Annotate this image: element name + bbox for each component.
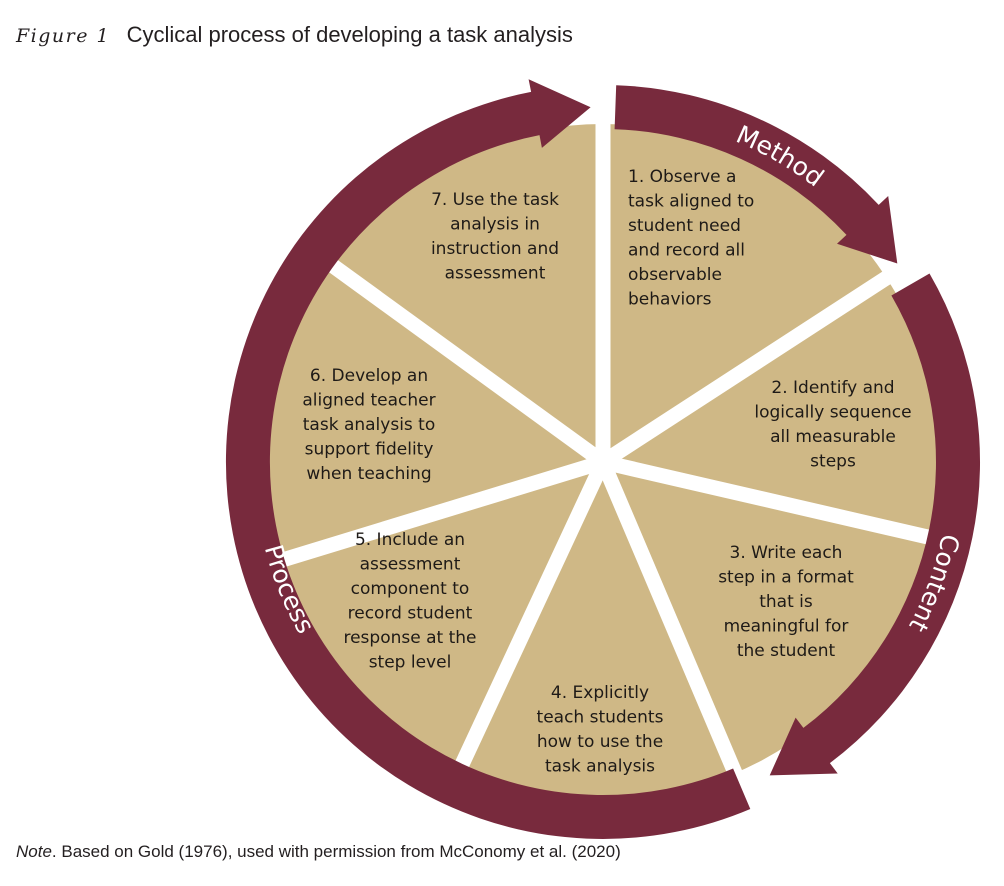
step-line: 4. Explicitly <box>551 683 649 703</box>
step-line: assessment <box>360 555 461 575</box>
segment-divider <box>601 454 976 556</box>
figure-title: Figure 1 Cyclical process of developing … <box>16 22 573 48</box>
segment-divider <box>290 232 608 469</box>
step-7-text: 7. Use the task analysis in instruction an… <box>431 190 559 284</box>
step-line: task analysis <box>545 757 655 777</box>
step-line: step level <box>369 653 452 673</box>
step-line: 3. Write each <box>730 543 843 563</box>
step-line: instruction and <box>431 239 559 259</box>
step-line: component to <box>351 579 470 599</box>
step-line: how to use the <box>537 732 663 752</box>
step-2-text: 2. Identify and logically sequence all mea… <box>754 378 911 472</box>
step-line: 7. Use the task <box>431 190 559 210</box>
step-line: 5. Include an <box>355 530 465 550</box>
step-1-text: 1. Observe a task aligned to student need a… <box>628 167 754 310</box>
step-line: all measurable <box>770 427 896 447</box>
step-line: task aligned to <box>628 192 754 212</box>
step-line: observable <box>628 265 722 285</box>
step-line: steps <box>810 452 856 472</box>
step-line: student need <box>628 216 741 236</box>
segment-divider <box>596 459 759 816</box>
content-arrow-icon <box>769 273 981 776</box>
step-line: 2. Identify and <box>771 378 894 398</box>
segment-divider <box>236 454 606 581</box>
step-3-text: 3. Write each step in a format that is mean… <box>718 543 854 661</box>
figure-label: Figure 1 <box>16 25 111 47</box>
step-line: that is <box>759 592 813 612</box>
step-line: and record all <box>628 241 745 261</box>
step-line: assessment <box>445 264 546 284</box>
step-line: 6. Develop an <box>310 366 428 386</box>
segment-divider <box>598 248 927 469</box>
step-line: logically sequence <box>754 403 911 423</box>
step-6-text: 6. Develop an aligned teacher task analysi… <box>302 366 435 484</box>
step-line: step in a format <box>718 568 854 588</box>
note-text: . Based on Gold (1976), used with permis… <box>51 842 621 861</box>
step-line: aligned teacher <box>302 391 435 411</box>
step-line: analysis in <box>450 215 540 235</box>
cycle-arrows <box>225 79 981 839</box>
step-line: the student <box>737 641 836 661</box>
step-line: task analysis to <box>303 415 436 435</box>
figure-caption: Cyclical process of developing a task an… <box>126 22 573 47</box>
step-line: teach students <box>537 708 664 728</box>
step-line: when teaching <box>306 464 431 484</box>
step-line: behaviors <box>628 290 712 310</box>
figure-note: Note. Based on Gold (1976), used with pe… <box>16 842 621 862</box>
step-line: record student <box>348 604 473 624</box>
method-arrow-icon <box>614 85 898 264</box>
segment-divider <box>435 458 610 811</box>
step-texts: 1. Observe a task aligned to student need a… <box>302 167 911 777</box>
step-line: response at the <box>343 628 476 648</box>
step-line: meaningful for <box>724 617 849 637</box>
step-5-text: 5. Include an assessment component to recor… <box>343 530 476 673</box>
step-line: 1. Observe a <box>628 167 736 187</box>
segment-dividers <box>236 81 976 816</box>
step-4-text: 4. Explicitly teach students how to use th… <box>537 683 664 777</box>
step-line: support fidelity <box>305 440 434 460</box>
note-prefix: Note <box>16 842 52 861</box>
